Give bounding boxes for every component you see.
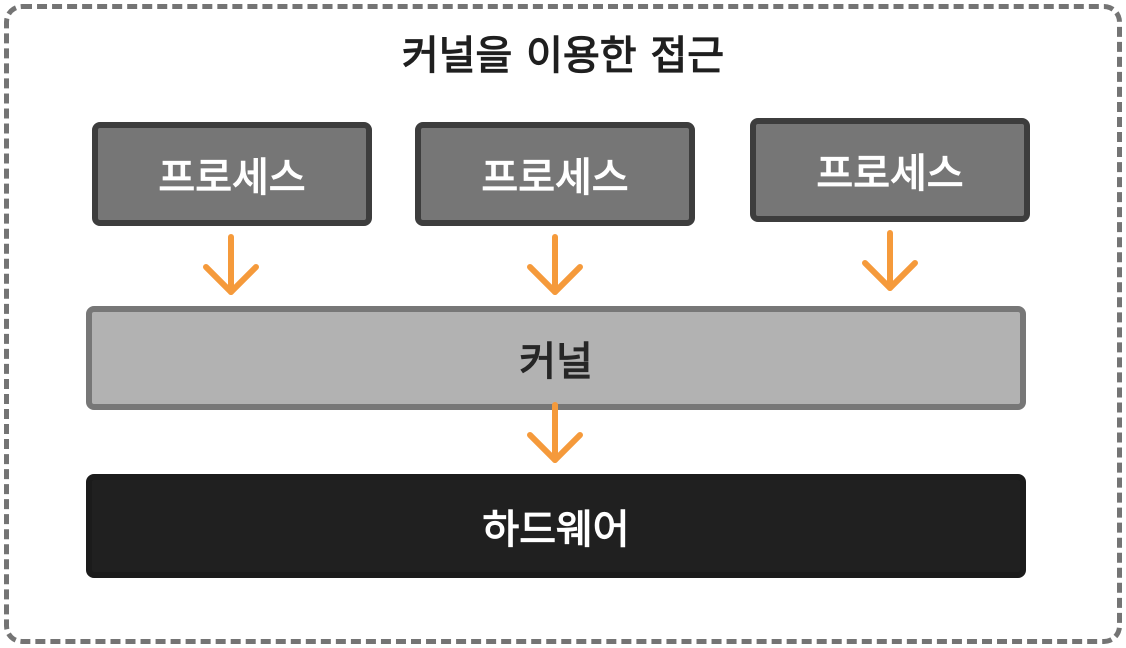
process-box-2: 프로세스 [415,122,695,226]
process-box-3: 프로세스 [750,118,1030,222]
kernel-label: 커널 [519,339,593,385]
process-label-2: 프로세스 [481,155,629,201]
process-label-3: 프로세스 [816,151,964,197]
arrow-down-icon [527,234,583,295]
diagram-title: 커널을 이용한 접근 [401,33,725,79]
kernel-box: 커널 [86,306,1026,410]
arrow-down-icon [203,234,259,295]
hardware-label: 하드웨어 [482,507,630,553]
process-box-1: 프로세스 [92,122,372,226]
process-label-1: 프로세스 [158,155,306,201]
hardware-box: 하드웨어 [86,474,1026,578]
arrow-down-icon [527,402,583,463]
diagram-frame [4,4,1122,644]
arrow-down-icon [862,230,918,291]
